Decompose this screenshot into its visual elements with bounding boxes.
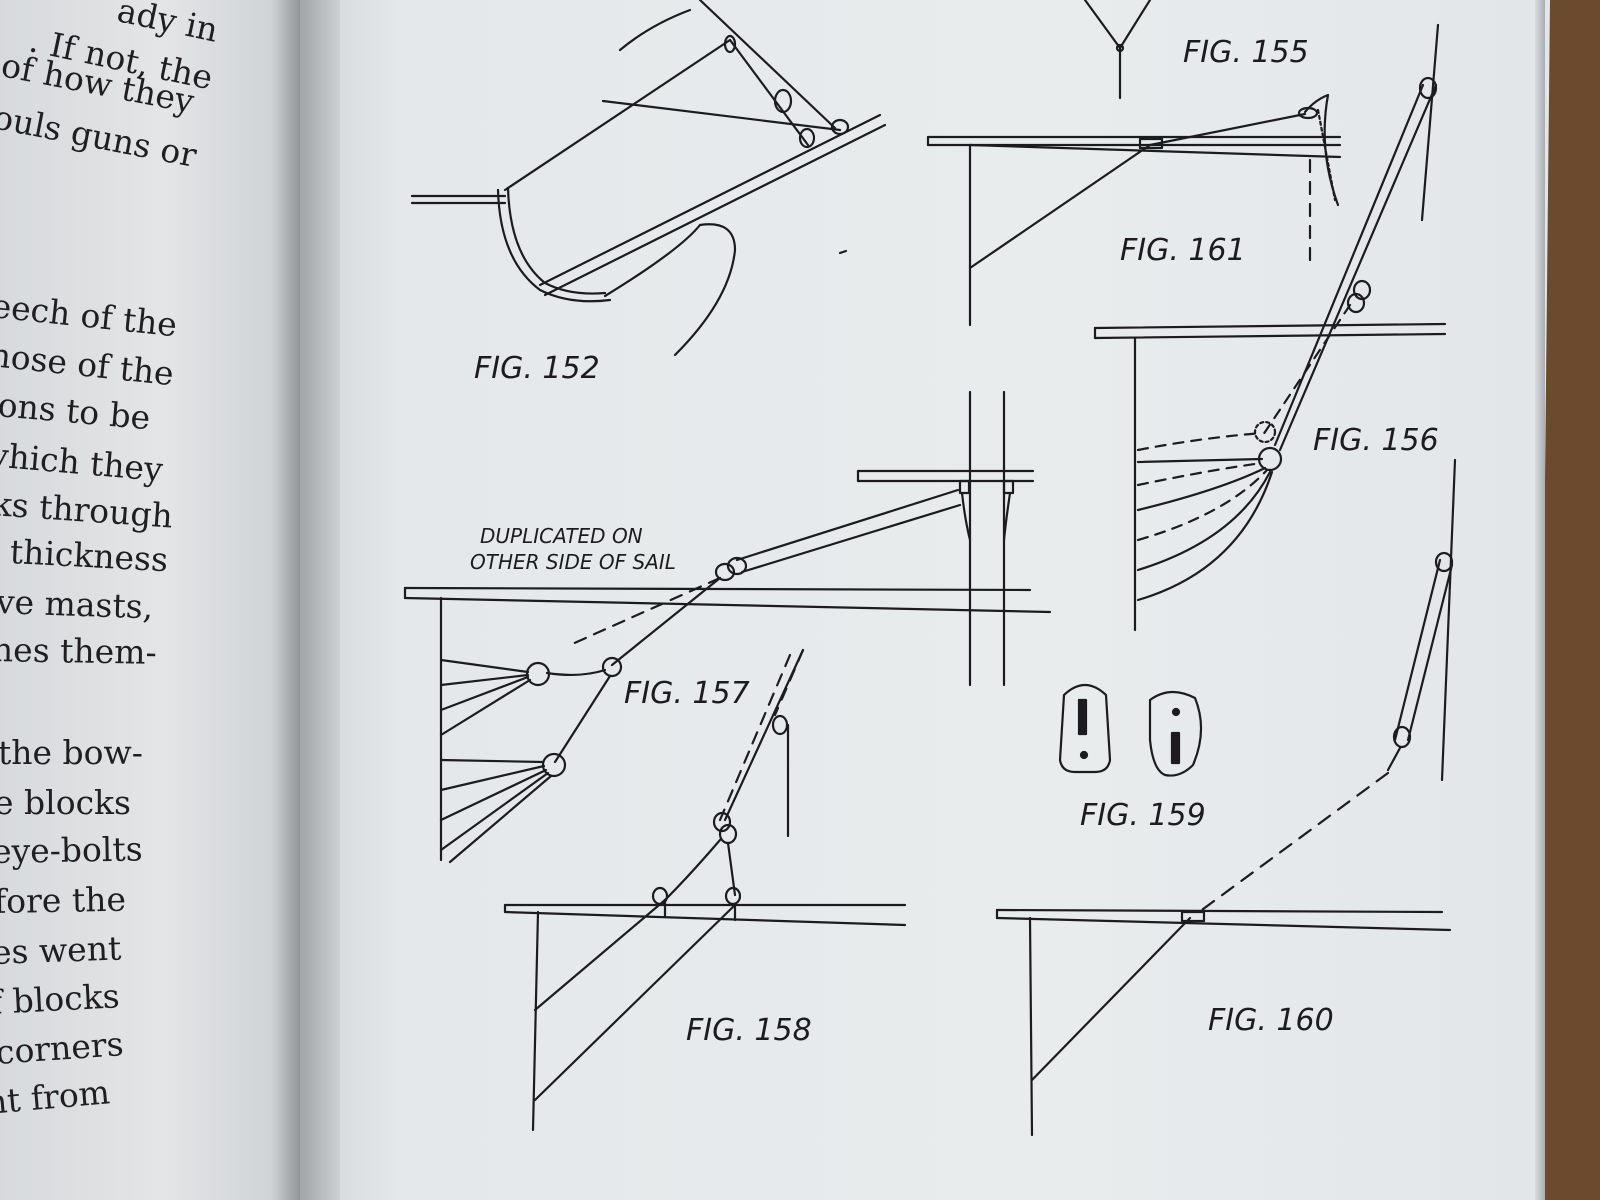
figure-158-label: FIG. 158 <box>686 1013 812 1048</box>
book-gutter <box>270 0 340 1200</box>
figure-161-label: FIG. 161 <box>1120 233 1246 268</box>
figure-157-note-line-1: DUPLICATED ON <box>480 524 643 548</box>
left-page: ady in . If not, the of how they ouls gu… <box>0 0 300 1200</box>
figure-152-drawing <box>410 0 887 357</box>
figure-157-note-line-2: OTHER SIDE OF SAIL <box>470 550 676 574</box>
left-page-text: ady in . If not, the of how they ouls gu… <box>0 0 300 1200</box>
figure-160-drawing <box>995 458 1457 1137</box>
figure-157-drawing <box>403 390 1052 864</box>
figure-159-drawing <box>1058 683 1203 777</box>
figure-156-label: FIG. 156 <box>1313 423 1439 458</box>
figure-161-drawing <box>926 93 1342 327</box>
page-edge <box>1535 0 1545 1200</box>
figure-160-label: FIG. 160 <box>1208 1003 1334 1038</box>
figure-152-label: FIG. 152 <box>474 351 600 386</box>
figure-155-drawing <box>1083 0 1152 100</box>
figure-159-label: FIG. 159 <box>1080 798 1206 833</box>
figure-155-label: FIG. 155 <box>1183 35 1309 70</box>
text-line: the bow- <box>0 733 143 772</box>
figure-156-drawing <box>1093 23 1447 632</box>
figure-157-label: FIG. 157 <box>624 676 750 711</box>
figure-158-drawing <box>503 648 907 1132</box>
text-line: e blocks <box>0 783 131 822</box>
